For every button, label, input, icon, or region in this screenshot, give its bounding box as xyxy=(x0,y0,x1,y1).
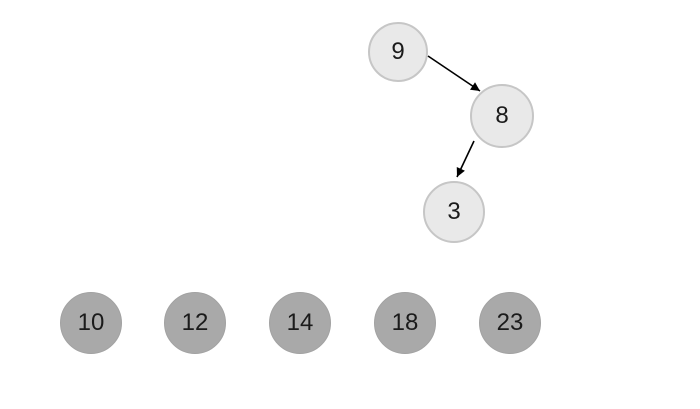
node-label: 23 xyxy=(496,309,524,336)
list-node-18: 18 xyxy=(374,292,436,354)
tree-node-9: 9 xyxy=(368,22,428,82)
node-label: 8 xyxy=(495,102,509,129)
node-label: 10 xyxy=(77,309,105,336)
tree-node-3: 3 xyxy=(423,181,485,243)
list-node-23: 23 xyxy=(479,292,541,354)
node-label: 3 xyxy=(447,198,461,225)
list-node-14: 14 xyxy=(269,292,331,354)
node-label: 14 xyxy=(286,309,314,336)
node-label: 12 xyxy=(181,309,209,336)
list-node-10: 10 xyxy=(60,292,122,354)
tree-node-8: 8 xyxy=(470,84,534,148)
list-node-12: 12 xyxy=(164,292,226,354)
node-label: 18 xyxy=(391,309,419,336)
node-label: 9 xyxy=(391,38,405,65)
